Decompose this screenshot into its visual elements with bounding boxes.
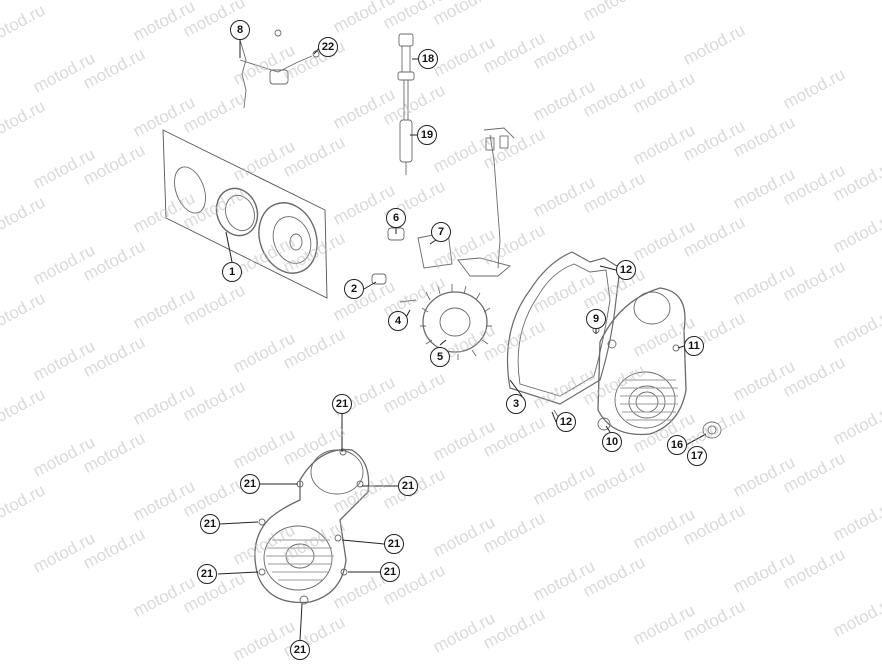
- callout-21-lower-right[interactable]: 21: [380, 562, 400, 582]
- callout-4[interactable]: 4: [388, 311, 408, 331]
- cover-gasket: [506, 251, 621, 405]
- callout-17[interactable]: 17: [687, 446, 707, 466]
- ignition-cover-bottom: [254, 448, 370, 605]
- callout-21-bottom[interactable]: 21: [290, 640, 310, 660]
- callout-12-bottom[interactable]: 12: [556, 412, 576, 432]
- small-hardware-top: [239, 29, 320, 109]
- callout-12-top[interactable]: 12: [616, 260, 636, 280]
- callout-5[interactable]: 5: [430, 347, 450, 367]
- leader-lines: [217, 39, 707, 641]
- callout-21-mid-right[interactable]: 21: [384, 534, 404, 554]
- callout-8[interactable]: 8: [230, 20, 250, 40]
- callout-7[interactable]: 7: [431, 222, 451, 242]
- callout-9[interactable]: 9: [586, 309, 606, 329]
- callout-21-top[interactable]: 21: [332, 394, 352, 414]
- callout-6[interactable]: 6: [386, 208, 406, 228]
- callout-3[interactable]: 3: [506, 394, 526, 414]
- callout-1[interactable]: 1: [222, 262, 242, 282]
- callout-18[interactable]: 18: [418, 49, 438, 69]
- flywheel-group: [162, 129, 328, 299]
- callout-21-upper-right[interactable]: 21: [398, 476, 418, 496]
- callout-2[interactable]: 2: [344, 279, 364, 299]
- stator: [420, 284, 492, 360]
- ignition-cover-right: [553, 269, 722, 439]
- callout-21-upper-left[interactable]: 21: [240, 474, 260, 494]
- callout-21-lower-left[interactable]: 21: [197, 564, 217, 584]
- callout-19[interactable]: 19: [417, 125, 437, 145]
- vertical-sensor: [397, 33, 415, 175]
- callout-11[interactable]: 11: [684, 336, 704, 356]
- callout-10[interactable]: 10: [602, 432, 622, 452]
- callout-16[interactable]: 16: [667, 435, 687, 455]
- wiring-harness: [457, 127, 515, 277]
- callout-22[interactable]: 22: [318, 37, 338, 57]
- callout-21-mid-left[interactable]: 21: [200, 514, 220, 534]
